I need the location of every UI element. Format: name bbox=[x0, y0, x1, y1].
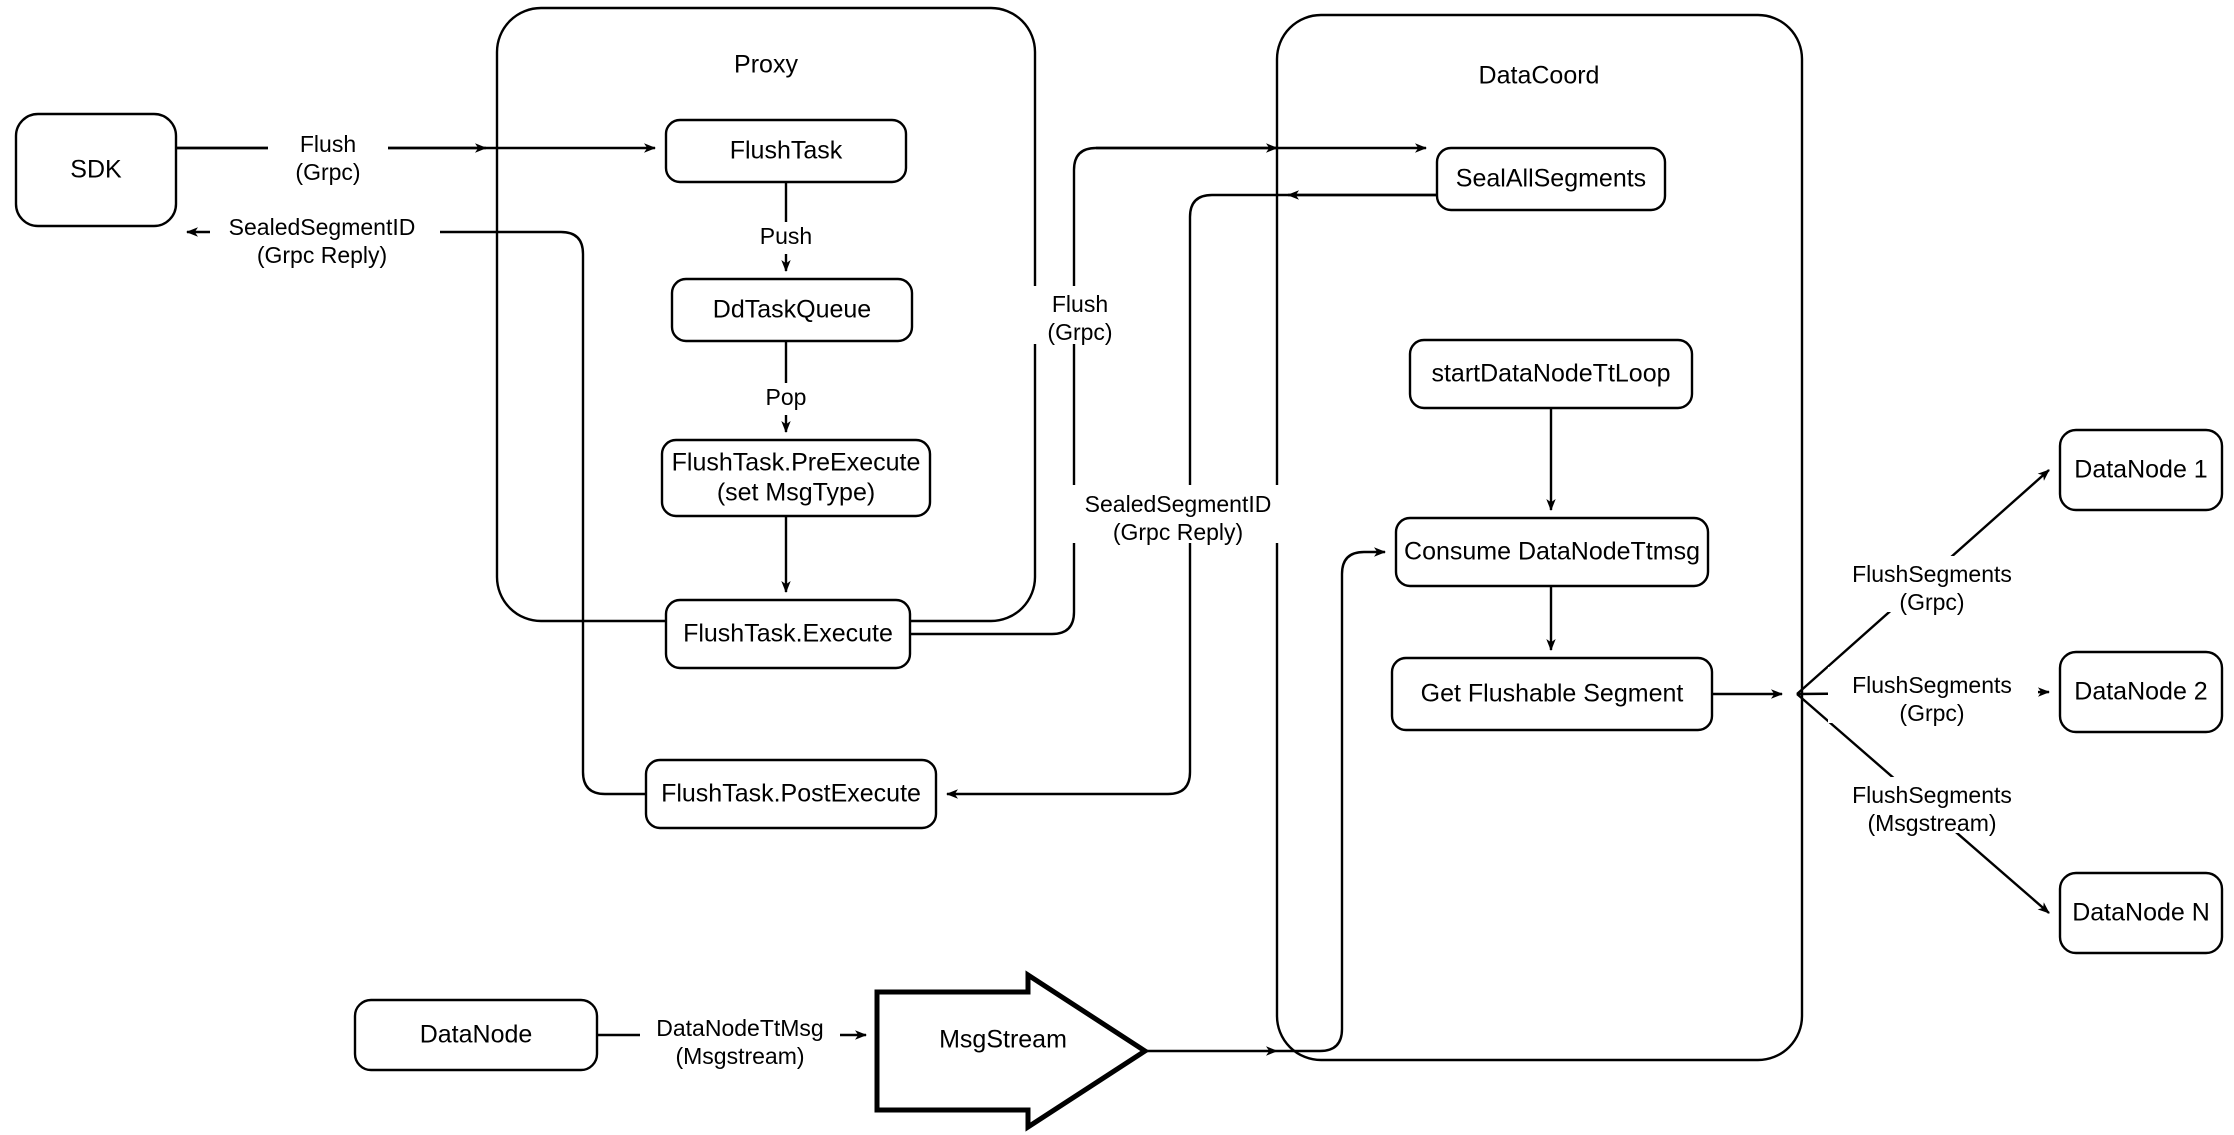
sealallsegments-label: SealAllSegments bbox=[1456, 165, 1646, 193]
edge-label-flush-grpc-sdk: Flush (Grpc) bbox=[268, 125, 388, 185]
datanode2-label: DataNode 2 bbox=[2074, 678, 2207, 706]
datacoord-title: DataCoord bbox=[1479, 62, 1600, 90]
datanodettmsg-line2: (Msgstream) bbox=[675, 1043, 804, 1069]
node-flushtask[interactable]: FlushTask bbox=[664, 118, 908, 184]
edge-label-push: Push bbox=[746, 222, 826, 254]
label-bg bbox=[1828, 667, 2038, 723]
node-ddtaskqueue[interactable]: DdTaskQueue bbox=[670, 277, 914, 343]
flushsegments2-line1: FlushSegments bbox=[1852, 672, 2012, 698]
getflushablesegment-box[interactable] bbox=[1390, 656, 1714, 732]
preexecute-sublabel: (set MsgType) bbox=[717, 479, 875, 507]
node-datanode-source[interactable]: DataNode bbox=[353, 998, 599, 1072]
edge-label-sealed-reply-sdk: SealedSegmentID (Grpc Reply) bbox=[210, 208, 440, 268]
execute-box[interactable] bbox=[664, 598, 912, 670]
edge-label-flushsegments-1: FlushSegments (Grpc) bbox=[1828, 556, 2038, 615]
ddtaskqueue-label: DdTaskQueue bbox=[713, 296, 871, 324]
edge-msgstream-route-to-consume bbox=[1277, 547, 1386, 1053]
push-label: Push bbox=[760, 223, 812, 249]
edge-label-pop: Pop bbox=[752, 383, 822, 415]
label-bg bbox=[640, 1010, 840, 1066]
sealed-mid-line1: SealedSegmentID bbox=[1085, 491, 1272, 517]
edge-label-flushsegments-n: FlushSegments (Msgstream) bbox=[1828, 777, 2038, 836]
node-preexecute[interactable]: FlushTask.PreExecute (set MsgType) bbox=[660, 438, 932, 518]
label-bg bbox=[210, 208, 440, 264]
sdk-box[interactable] bbox=[14, 112, 178, 228]
datanode1-box[interactable] bbox=[2058, 428, 2224, 512]
edge-label-datanodettmsg: DataNodeTtMsg (Msgstream) bbox=[640, 1010, 840, 1069]
label-bg bbox=[1062, 485, 1294, 543]
datanode1-label: DataNode 1 bbox=[2074, 456, 2207, 484]
datanode2-box[interactable] bbox=[2058, 650, 2224, 734]
flush-mid-line1: Flush bbox=[1052, 291, 1108, 317]
execute-label: FlushTask.Execute bbox=[683, 620, 893, 648]
label-bg bbox=[1030, 286, 1134, 344]
datanoden-label: DataNode N bbox=[2072, 899, 2210, 927]
label-bg bbox=[1828, 777, 2038, 833]
msgstream-label: MsgStream bbox=[939, 1026, 1067, 1054]
flush-sdk-line1: Flush bbox=[300, 131, 356, 157]
consumedatanodettmsg-box[interactable] bbox=[1394, 516, 1710, 588]
sealed-mid-line2: (Grpc Reply) bbox=[1113, 519, 1243, 545]
node-getflushablesegment[interactable]: Get Flushable Segment bbox=[1390, 656, 1714, 732]
postexecute-box[interactable] bbox=[644, 758, 938, 830]
node-datanode2[interactable]: DataNode 2 bbox=[2058, 650, 2224, 734]
flush-sdk-line2: (Grpc) bbox=[295, 159, 360, 185]
flushsegments2-line2: (Grpc) bbox=[1899, 700, 1964, 726]
flushtask-box[interactable] bbox=[664, 118, 908, 184]
consumedatanodettmsg-label: Consume DataNodeTtmsg bbox=[1404, 538, 1700, 566]
datanode-source-label: DataNode bbox=[420, 1021, 533, 1049]
flush-mid-line2: (Grpc) bbox=[1047, 319, 1112, 345]
ddtaskqueue-box[interactable] bbox=[670, 277, 914, 343]
startdatanodettloop-label: startDataNodeTtLoop bbox=[1431, 360, 1670, 388]
startdatanodettloop-box[interactable] bbox=[1408, 338, 1694, 410]
flushsegmentsn-line1: FlushSegments bbox=[1852, 782, 2012, 808]
preexecute-label: FlushTask.PreExecute bbox=[672, 449, 921, 477]
msgstream-arrow-shape[interactable] bbox=[874, 970, 1150, 1132]
preexecute-box[interactable] bbox=[660, 438, 932, 518]
node-sealallsegments[interactable]: SealAllSegments bbox=[1435, 146, 1667, 212]
label-bg bbox=[268, 125, 388, 183]
edge-label-flush-grpc-mid: Flush (Grpc) bbox=[1030, 286, 1134, 345]
sdk-label: SDK bbox=[70, 156, 122, 184]
label-bg bbox=[752, 383, 822, 415]
sealed-sdk-line2: (Grpc Reply) bbox=[257, 242, 387, 268]
datanoden-box[interactable] bbox=[2058, 871, 2224, 955]
flushtask-label: FlushTask bbox=[730, 137, 843, 165]
getflushablesegment-label: Get Flushable Segment bbox=[1421, 680, 1684, 708]
sealallsegments-box[interactable] bbox=[1435, 146, 1667, 212]
datanode-source-box[interactable] bbox=[353, 998, 599, 1072]
proxy-title: Proxy bbox=[734, 51, 798, 79]
edge-label-flushsegments-2: FlushSegments (Grpc) bbox=[1828, 667, 2038, 726]
node-datanode1[interactable]: DataNode 1 bbox=[2058, 428, 2224, 512]
label-bg bbox=[746, 222, 826, 254]
node-msgstream[interactable]: MsgStream bbox=[874, 970, 1150, 1132]
edge-label-sealed-reply-mid: SealedSegmentID (Grpc Reply) bbox=[1062, 485, 1294, 545]
node-sdk[interactable]: SDK bbox=[14, 112, 178, 228]
node-postexecute[interactable]: FlushTask.PostExecute bbox=[644, 758, 938, 830]
postexecute-label: FlushTask.PostExecute bbox=[661, 780, 921, 808]
pop-label: Pop bbox=[766, 384, 807, 410]
node-datanoden[interactable]: DataNode N bbox=[2058, 871, 2224, 955]
label-bg bbox=[1828, 556, 2038, 612]
datanodettmsg-line1: DataNodeTtMsg bbox=[656, 1015, 823, 1041]
flushsegments1-line2: (Grpc) bbox=[1899, 589, 1964, 615]
edge-postexecute-to-sdk bbox=[186, 227, 646, 796]
edge-execute-to-sealallsegments-route bbox=[910, 146, 1288, 636]
node-consumedatanodettmsg[interactable]: Consume DataNodeTtmsg bbox=[1394, 516, 1710, 588]
flushsegments1-line1: FlushSegments bbox=[1852, 561, 2012, 587]
node-startdatanodettloop[interactable]: startDataNodeTtLoop bbox=[1408, 338, 1694, 410]
flushsegmentsn-line2: (Msgstream) bbox=[1867, 810, 1996, 836]
sealed-sdk-line1: SealedSegmentID bbox=[229, 214, 416, 240]
node-execute[interactable]: FlushTask.Execute bbox=[664, 598, 912, 670]
